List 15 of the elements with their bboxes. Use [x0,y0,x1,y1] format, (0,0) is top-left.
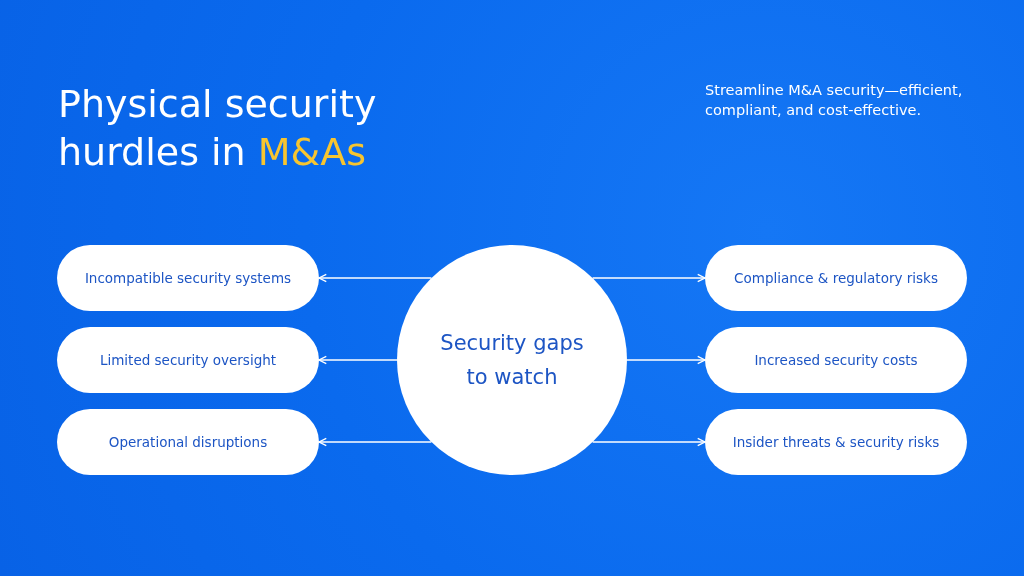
node-text: Increased security costs [754,352,918,368]
node-text: Compliance & regulatory risks [734,270,938,286]
node-text: Operational disruptions [108,434,268,450]
arrow [318,437,432,447]
node-text: Incompatible security systems [84,270,292,286]
arrow [592,273,706,283]
arrow [318,355,398,365]
title: Physical security hurdles in M&As [58,81,378,176]
arrow [318,273,432,283]
node-text: Security gaps to watch [439,330,585,391]
arrow [626,355,706,365]
tagline: Streamline M&A security—efficient, compliant, and cost-effective. [705,81,964,120]
node-text: Limited security oversight [99,352,277,368]
node-text: Insider threats & security risks [732,434,940,450]
arrow [592,437,706,447]
